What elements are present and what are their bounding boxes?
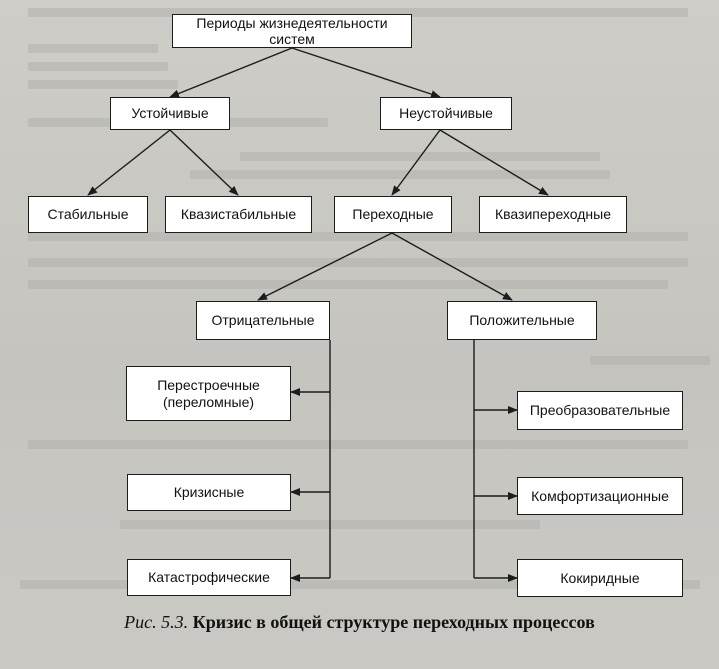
figure-caption: Рис. 5.3. Кризис в общей структуре перех… [0, 612, 719, 633]
node-kvaziperehodnye: Квазипереходные [479, 196, 627, 233]
node-negative: Отрицательные [196, 301, 330, 340]
node-unstable: Неустойчивые [380, 97, 512, 130]
node-stabilnye: Стабильные [28, 196, 148, 233]
node-stable: Устойчивые [110, 97, 230, 130]
edge-root-stable [169, 47, 293, 98]
node-positive: Положительные [447, 301, 597, 340]
figure-title: Кризис в общей структуре переходных проц… [192, 612, 595, 632]
edge-unstable-perehodnye [391, 129, 441, 196]
edge-perehodnye-negative [257, 232, 393, 301]
node-kokiridnye: Кокиридные [517, 559, 683, 597]
figure-label: Рис. 5.3. [124, 612, 189, 632]
edge-root-unstable [291, 47, 441, 98]
edge-stable-kvazistabilnye [169, 129, 239, 196]
node-komfortizatsionnye: Комфортизационные [517, 477, 683, 515]
node-katastroficheskie: Катастрофические [127, 559, 291, 596]
edge-stable-stabilnye [87, 129, 171, 196]
node-kvazistabilnye: Квазистабильные [165, 196, 312, 233]
node-preobrazovatelnye: Преобразовательные [517, 391, 683, 430]
node-perestroechnye: Перестроечные (переломные) [126, 366, 291, 421]
node-root: Периоды жизнедеятельности систем [172, 14, 412, 48]
edge-unstable-kvaziperehodnye [439, 129, 549, 196]
node-perehodnye: Переходные [334, 196, 452, 233]
edge-perehodnye-positive [391, 232, 513, 301]
node-krizisnye: Кризисные [127, 474, 291, 511]
